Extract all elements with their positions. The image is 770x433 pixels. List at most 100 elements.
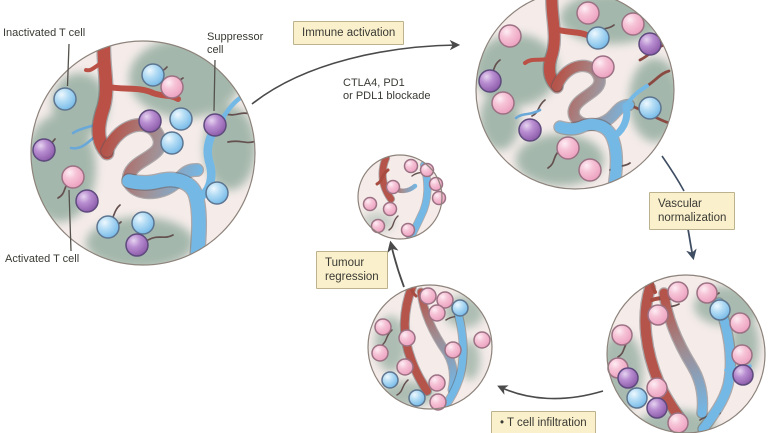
tumor-section-normalized: [606, 274, 766, 433]
pink-cell: [498, 24, 522, 48]
tumor-section-regressed: [357, 154, 447, 240]
pink-cell: [382, 201, 398, 217]
activated-t-cell-leader: [68, 189, 72, 252]
pink-cell: [576, 1, 600, 25]
tumor-section-regressing: [367, 284, 493, 411]
cells-initial: [32, 63, 229, 257]
pink-cell: [591, 55, 615, 79]
tumor-outline: [357, 154, 443, 240]
blue-cell: [205, 181, 229, 205]
pink-cell: [400, 222, 416, 238]
connectors: [66, 39, 697, 400]
pink-cell: [647, 304, 669, 326]
purple-cell: [138, 109, 162, 133]
pink-cell: [621, 12, 645, 36]
blockade-label: CTLA4, PD1 or PDL1 blockade: [343, 77, 431, 102]
cells-activated: [478, 1, 662, 182]
cells-normalized: [607, 281, 754, 433]
tumor-outline: [606, 274, 766, 433]
blue-cell: [626, 387, 648, 409]
blue-cell: [141, 63, 165, 87]
capillary-twigs: [487, 24, 631, 171]
tortuous-vessel: [552, 60, 634, 130]
blue-cell: [53, 87, 77, 111]
blue-cell: [586, 26, 610, 50]
immune-activation-arrow: [251, 39, 461, 105]
activated-t-cell-label: Activated T cell: [5, 253, 80, 265]
t-cell-infiltration-box: • T cell infiltration: [491, 411, 596, 433]
pink-cell: [646, 377, 668, 399]
blue-cell: [131, 211, 155, 235]
pink-cell: [370, 218, 386, 234]
blue-cell: [451, 299, 469, 317]
pink-cell: [431, 190, 447, 206]
pink-cell: [362, 196, 378, 212]
blue-cell: [381, 371, 399, 389]
pink-cell: [578, 158, 602, 182]
cells-regressing: [371, 287, 491, 411]
purple-cell: [32, 138, 56, 162]
blue-cell: [96, 215, 120, 239]
pink-cell: [731, 344, 753, 366]
pink-cell: [385, 179, 401, 195]
pink-cell: [444, 341, 462, 359]
pink-cell: [729, 312, 751, 334]
blue-cell: [408, 389, 426, 407]
purple-cell: [75, 189, 99, 213]
pink-cell: [61, 165, 85, 189]
artery: [400, 285, 431, 395]
suppressor-cell-label: Suppressor cell: [207, 31, 264, 56]
tumour-regression-arrow: [387, 240, 405, 288]
pink-cell: [491, 91, 515, 115]
vein: [554, 118, 622, 189]
tumor-outline: [30, 40, 256, 266]
purple-cell: [638, 32, 662, 56]
pink-cell: [696, 282, 718, 304]
pink-cell: [429, 393, 447, 411]
vascular-normalization-leader: [661, 155, 685, 192]
tumor-outline: [367, 284, 493, 410]
tumor-section-initial: [30, 40, 256, 266]
pink-cell: [160, 75, 184, 99]
pink-cell: [667, 281, 689, 303]
vascular-normalization-arrow: [686, 228, 697, 261]
purple-cell: [732, 364, 754, 386]
pink-cell: [371, 344, 389, 362]
purple-cell: [518, 118, 542, 142]
tumor-regressed-tissue: [362, 155, 432, 239]
vessels-activated: [487, 0, 671, 189]
pink-cell: [436, 291, 454, 309]
cells-regressed: [362, 158, 447, 238]
purple-cell: [617, 367, 639, 389]
pink-cell: [473, 331, 491, 349]
pink-cell: [374, 318, 392, 336]
inactivated-t-cell-leader: [66, 43, 70, 87]
purple-cell: [203, 113, 227, 137]
pink-cell: [428, 304, 446, 322]
inactivated-t-cell-label: Inactivated T cell: [3, 27, 86, 39]
pink-cell: [419, 287, 437, 305]
immune-activation-box: Immune activation: [293, 21, 405, 45]
blue-cell: [638, 96, 662, 120]
purple-cell: [125, 233, 149, 257]
pink-cell: [428, 374, 446, 392]
vein: [698, 298, 735, 433]
blue-cell: [709, 299, 731, 321]
pink-cell: [611, 324, 633, 346]
pink-cell: [556, 136, 580, 160]
tumor-section-activated: [475, 0, 675, 190]
vein: [439, 302, 467, 409]
t-cell-infiltration-arrow: [497, 385, 604, 400]
pink-cell: [419, 162, 435, 178]
pink-cell: [403, 158, 419, 174]
purple-cell: [478, 69, 502, 93]
pink-cell: [667, 412, 689, 433]
suppressor-cell-leader: [213, 59, 216, 112]
blue-cell: [169, 107, 193, 131]
vessels-regressed: [375, 155, 432, 239]
pink-cell: [398, 329, 416, 347]
vascular-normalization-box: Vascular normalization: [649, 192, 736, 230]
vein: [122, 172, 206, 265]
